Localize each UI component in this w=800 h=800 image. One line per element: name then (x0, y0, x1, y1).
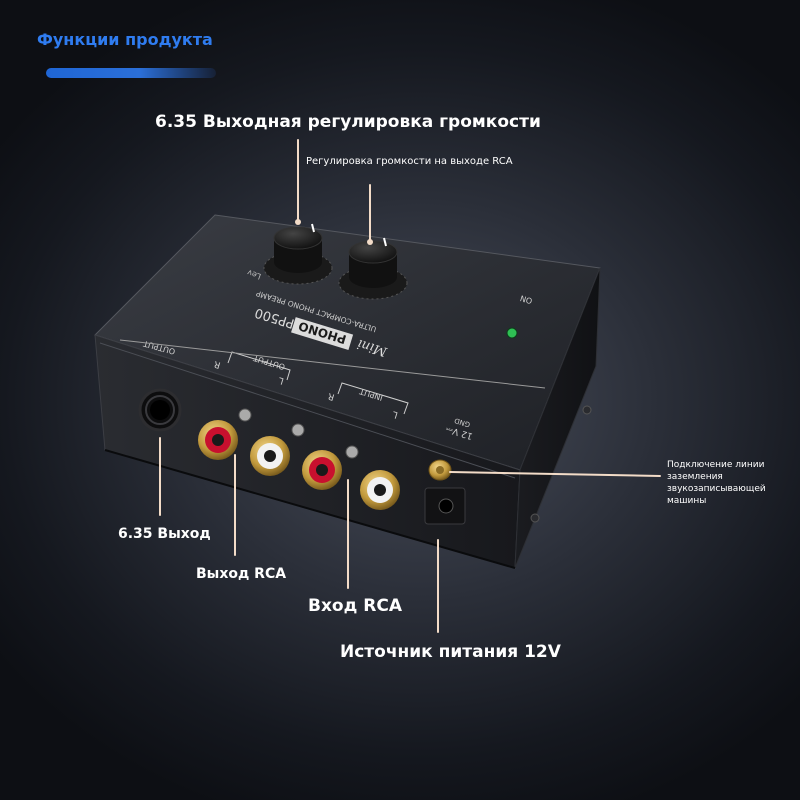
rca-input-l (360, 470, 400, 510)
callout-volume-rca: Регулировка громкости на выходе RCA (306, 156, 513, 167)
rca-input-r (302, 445, 359, 490)
side-screw (582, 405, 592, 415)
input-bracket (337, 382, 409, 415)
callout-out-635: 6.35 Выход (118, 526, 211, 542)
callout-dot-volume-635 (295, 219, 301, 225)
callout-line-ground (449, 471, 661, 477)
jack-635-output (138, 388, 182, 432)
input-r-label: R (327, 390, 336, 401)
callout-ground-line-4: машины (667, 496, 707, 506)
output-l-label: L (278, 374, 286, 385)
side-screw (530, 513, 540, 523)
output-r-label: R (213, 358, 222, 369)
input-l-label: L (392, 408, 400, 419)
volume-knob-rca (338, 237, 408, 300)
callout-ground-line-2: заземления (667, 472, 723, 482)
callout-ground-line-3: звукозаписывающей (667, 484, 766, 494)
callout-out-rca: Выход RCA (196, 566, 287, 582)
output-bracket (227, 351, 291, 381)
model-badge (291, 317, 354, 350)
panel-divider (119, 339, 546, 389)
dc-power-jack (424, 487, 466, 525)
callout-volume-635: 6.35 Выходная регулировка громкости (155, 112, 541, 132)
callout-dot-volume-rca (367, 239, 373, 245)
ground-terminal (428, 459, 452, 481)
callout-power: Источник питания 12V (340, 642, 561, 662)
callout-ground-line-1: Подключение линии (667, 460, 765, 470)
rca-output-r (198, 408, 252, 460)
led-on-label: ON (519, 293, 533, 305)
callout-in-rca: Вход RCA (308, 596, 402, 616)
header-title: Функции продукта (37, 30, 213, 49)
chassis-side (514, 267, 601, 569)
callout-ground: Подключение линии заземления звукозаписы… (667, 459, 766, 507)
power-led (506, 327, 518, 339)
header-underline (46, 68, 216, 78)
volume-knob-635 (263, 223, 333, 285)
rca-output-l (250, 423, 305, 476)
